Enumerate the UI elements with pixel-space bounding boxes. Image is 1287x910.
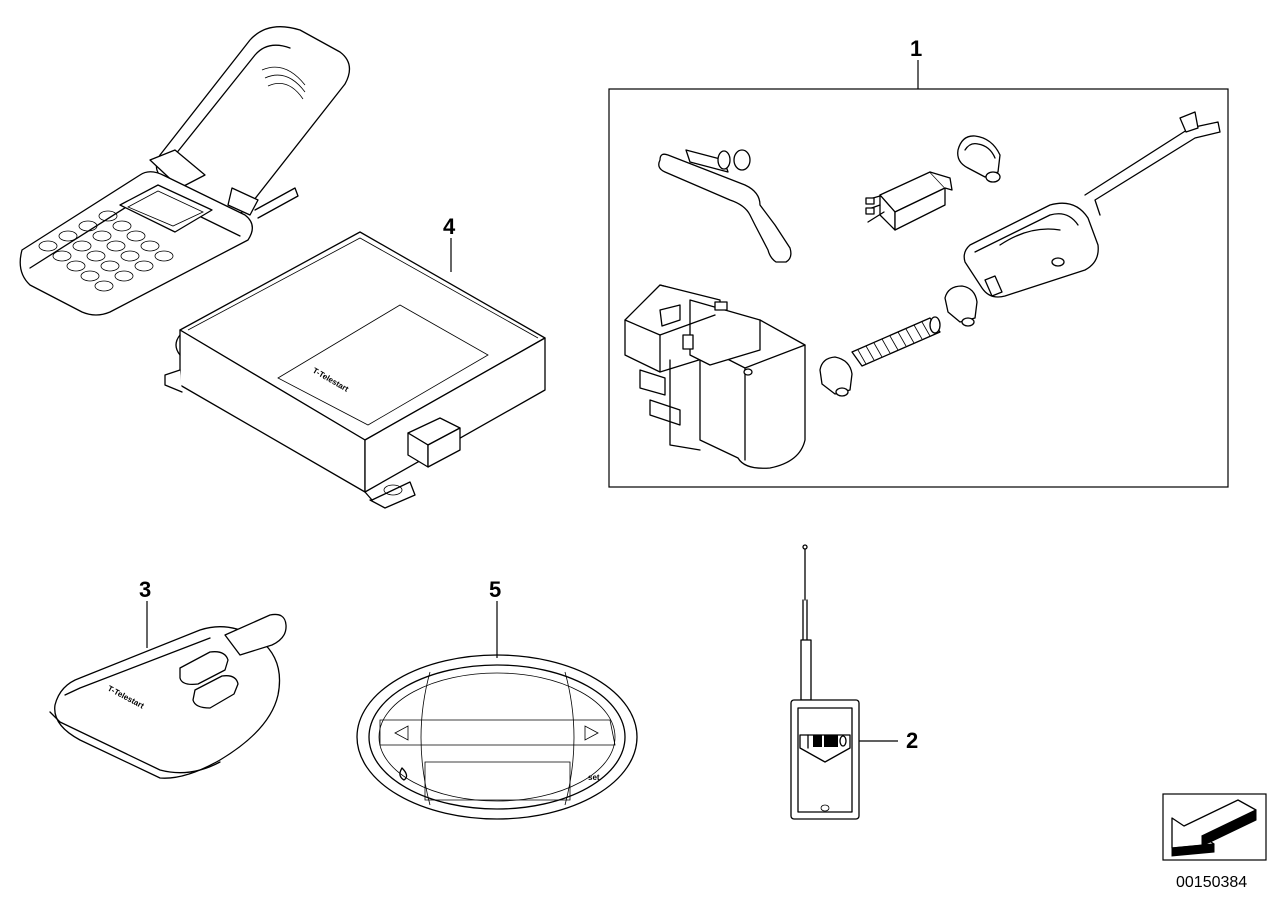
receiver-antenna-icon: [790, 544, 860, 820]
leader-lines: [146, 60, 919, 742]
callout-3: 3: [139, 577, 151, 602]
mobile-phone-icon: [19, 26, 351, 316]
remote-key-fob-icon: T-Telestart: [49, 613, 287, 779]
timer-display-icon: set: [356, 654, 638, 820]
image-code: 00150384: [1176, 874, 1247, 891]
orientation-arrow-icon: [1162, 793, 1267, 861]
callout-1: 1: [910, 36, 922, 61]
callout-5: 5: [489, 577, 501, 602]
callout-4: 4: [443, 214, 456, 239]
timer-set-label: set: [588, 773, 600, 782]
control-unit-icon: T-Telestart: [164, 231, 546, 509]
auxiliary-heater-kit-icon: [624, 111, 1221, 469]
callout-2: 2: [906, 728, 918, 753]
